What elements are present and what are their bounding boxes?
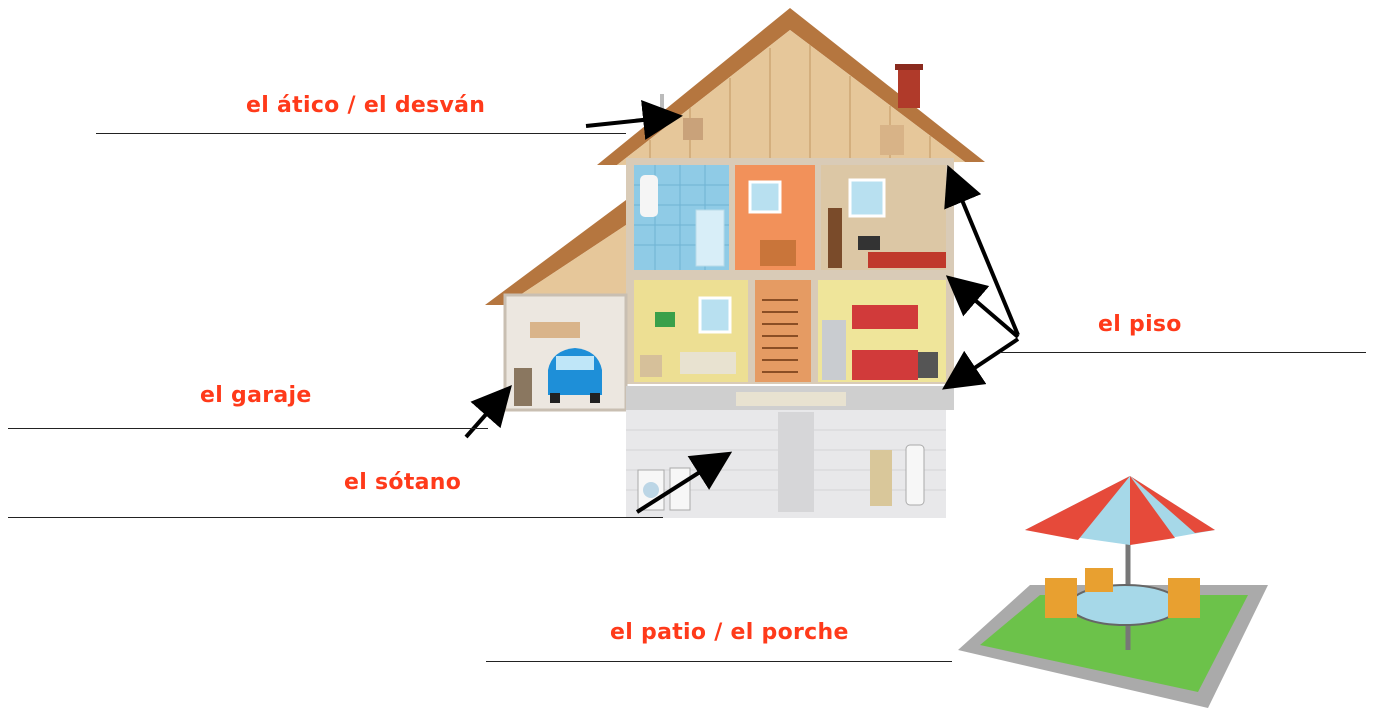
garage-label: el garaje [200,383,312,408]
floor-arrow-upper [944,164,1020,336]
house-illustration [485,8,985,518]
attic-box [683,118,703,140]
patio-answer-line [486,661,952,662]
attic-arrow [585,100,683,140]
basement-label: el sótano [344,470,462,495]
pointer-arrows [464,100,1020,514]
antenna [660,94,664,118]
attic-crate [880,125,904,155]
attic [617,30,965,165]
chimney-cap [895,64,923,70]
attic-label: el ático / el desván [246,93,486,118]
garage-roof [485,200,626,305]
main-roof [597,8,985,165]
attic-answer-line [96,133,626,134]
stairwell [755,280,811,382]
basement-answer-line [8,517,663,518]
floor-label: el piso [1098,312,1182,337]
floor-answer-line [1000,352,1366,353]
garage-arrow [464,385,512,439]
patio-label: el patio / el porche [610,620,849,645]
basement-arrow [635,451,733,514]
floor-arrow-lower [942,337,1020,390]
chimney [898,68,920,108]
patio-illustration [958,476,1268,708]
car [548,348,602,403]
garage-answer-line [8,428,488,429]
floor-arrow-middle [945,275,1020,339]
